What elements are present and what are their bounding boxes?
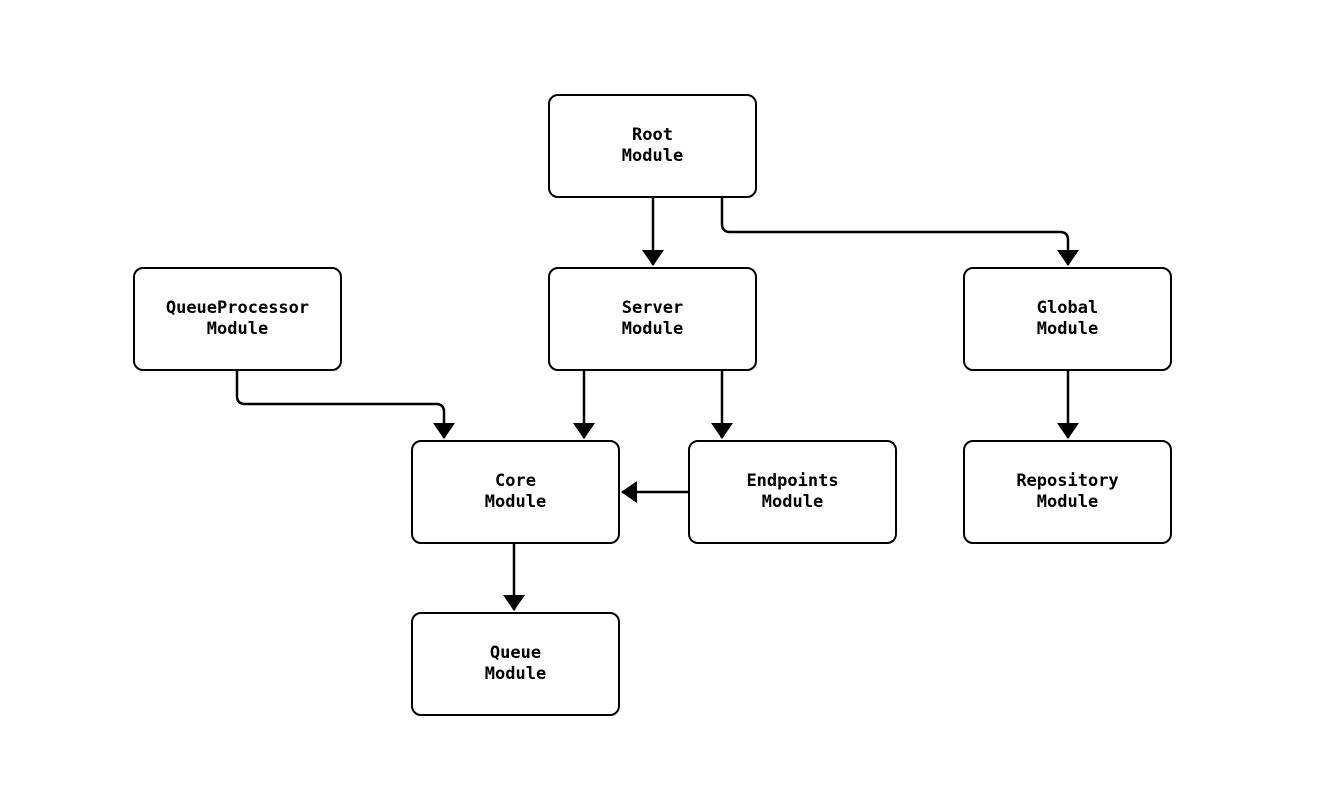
node-server-module: Server Module (548, 267, 757, 371)
node-label-queue: Queue Module (484, 643, 547, 684)
node-root-module: Root Module (548, 94, 757, 198)
node-label-queueprocessor: QueueProcessor Module (165, 298, 310, 339)
edge-root-to-global (720, 198, 1079, 266)
node-label-endpoints: Endpoints Module (746, 471, 839, 512)
node-label-global: Global Module (1036, 298, 1099, 339)
node-queueprocessor-module: QueueProcessor Module (133, 267, 342, 371)
node-endpoints-module: Endpoints Module (688, 440, 897, 544)
node-label-root: Root Module (621, 125, 684, 166)
node-global-module: Global Module (963, 267, 1172, 371)
node-label-repository: Repository Module (1016, 471, 1119, 512)
node-core-module: Core Module (411, 440, 620, 544)
node-repository-module: Repository Module (963, 440, 1172, 544)
node-label-core: Core Module (484, 471, 547, 512)
node-queue-module: Queue Module (411, 612, 620, 716)
node-label-server: Server Module (621, 298, 684, 339)
edge-queueprocessor-to-core (235, 371, 455, 439)
